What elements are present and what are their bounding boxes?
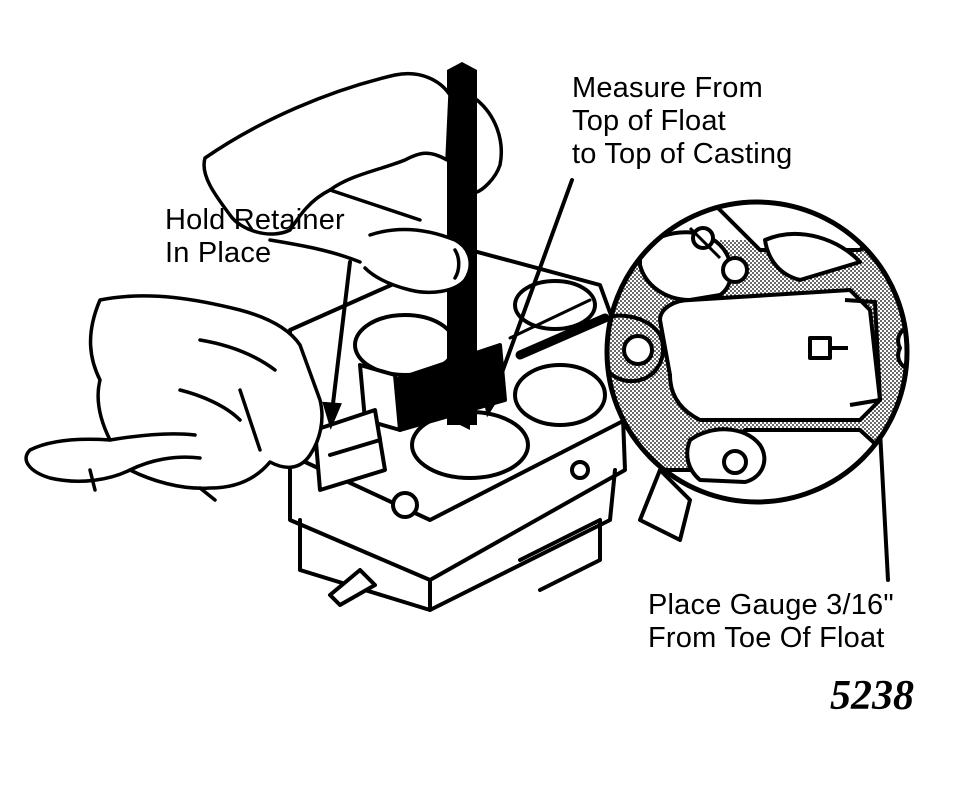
carburetor-body [288, 248, 692, 612]
callout-measure-line-2: Top of Float [572, 105, 726, 137]
callout-gauge-line-1: Place Gauge 3/16" [648, 589, 894, 621]
callout-hold-line-2: In Place [165, 237, 272, 269]
callout-hold-retainer: Hold Retainer In Place [165, 204, 345, 270]
callout-gauge-line-2: From Toe Of Float [648, 622, 885, 654]
callout-hold-line-1: Hold Retainer [165, 204, 345, 236]
callout-measure-float-height: Measure From Top of Float to Top of Cast… [572, 72, 793, 171]
callout-gauge-placement: Place Gauge 3/16" From Toe Of Float [648, 589, 894, 655]
callout-measure-line-1: Measure From [572, 72, 763, 104]
figure-number: 5238 [830, 673, 914, 719]
technician-hands [24, 72, 503, 502]
callout-measure-line-3: to Top of Casting [572, 138, 793, 170]
float-toe-detail-inset [604, 199, 910, 505]
